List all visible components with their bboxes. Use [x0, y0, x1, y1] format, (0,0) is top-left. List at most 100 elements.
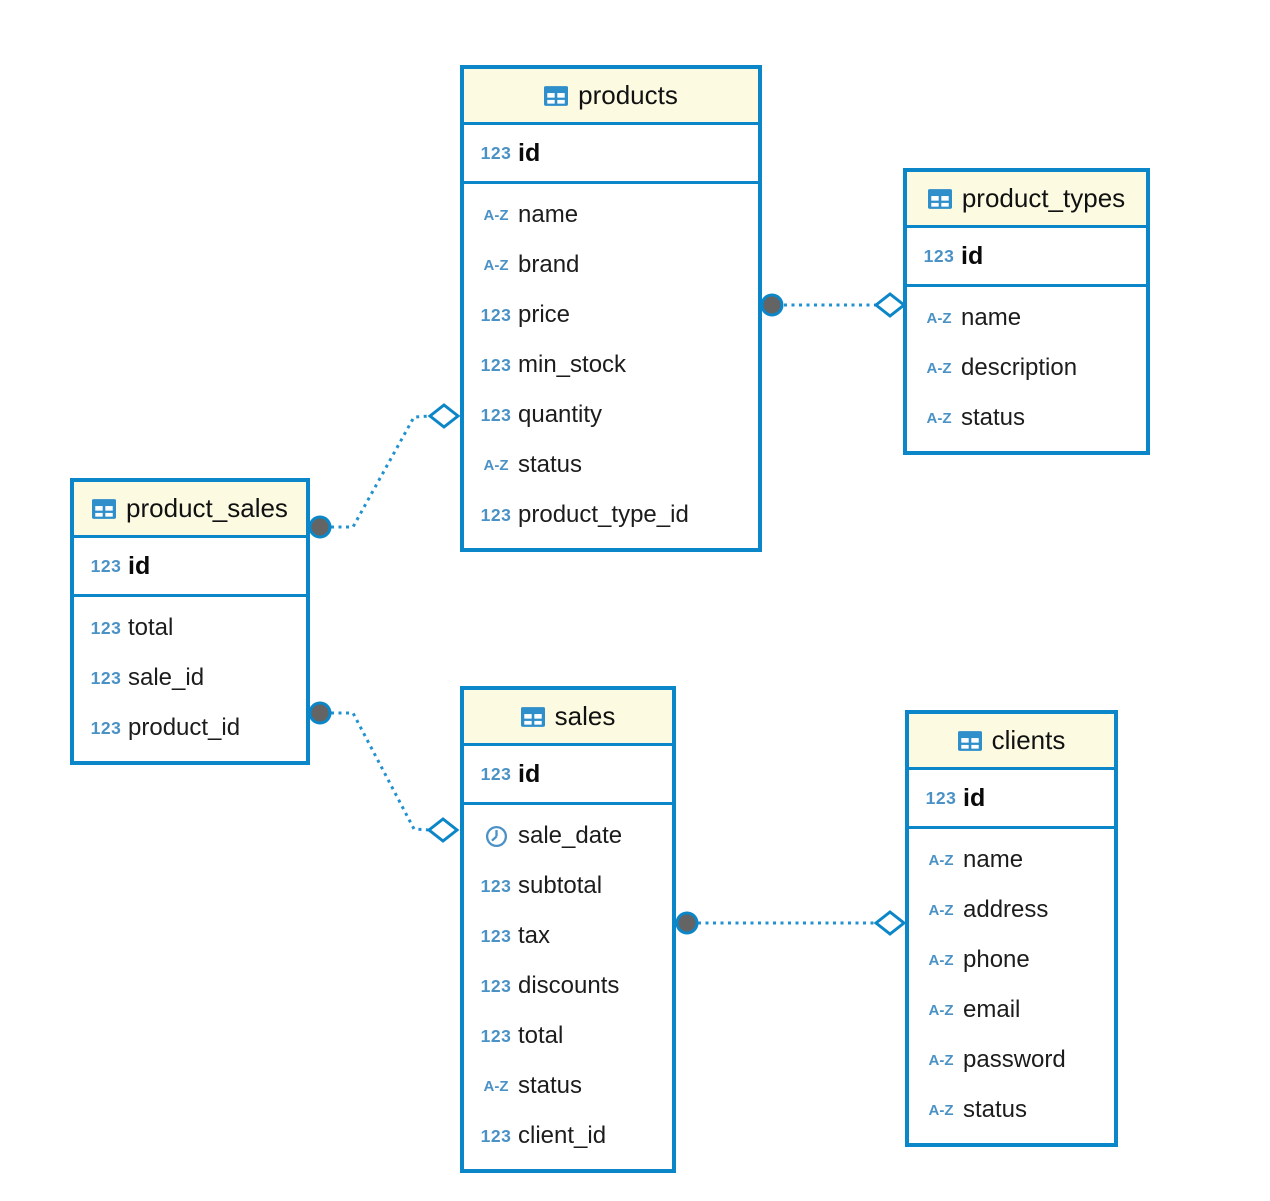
field-row[interactable]: 123 client_id	[464, 1111, 672, 1161]
field-name: total	[518, 1022, 564, 1049]
field-name: id	[963, 783, 986, 812]
text-type-icon: A-Z	[483, 1077, 509, 1095]
field-row[interactable]: 123 sale_id	[74, 653, 306, 703]
relation-target-diamond	[873, 292, 907, 318]
datetime-type-icon	[474, 824, 518, 849]
text-type-icon: A-Z	[926, 309, 952, 327]
field-name: discounts	[518, 972, 620, 999]
text-type-icon: A-Z	[928, 1001, 954, 1019]
field-name: total	[128, 614, 174, 641]
table-header[interactable]: sales	[464, 690, 672, 746]
numeric-type-icon: 123	[480, 1025, 512, 1046]
field-name: product_id	[128, 714, 241, 741]
numeric-type-icon: 123	[925, 787, 957, 808]
numeric-type-icon: 123	[480, 142, 512, 163]
table-icon	[92, 498, 117, 519]
field-name: min_stock	[518, 351, 627, 378]
table-header[interactable]: products	[464, 69, 758, 125]
field-row[interactable]: A-Z description	[907, 343, 1146, 393]
numeric-type-icon: 123	[480, 1125, 512, 1146]
field-name: quantity	[518, 401, 603, 428]
table-icon	[957, 730, 982, 751]
numeric-type-icon: 123	[480, 875, 512, 896]
numeric-type-icon: 123	[480, 304, 512, 325]
numeric-type-icon: 123	[480, 404, 512, 425]
relation-source-dot	[308, 701, 332, 725]
field-row[interactable]: 123 quantity	[464, 390, 758, 440]
table-header[interactable]: product_sales	[74, 482, 306, 538]
numeric-type-icon: 123	[480, 504, 512, 525]
field-name: name	[961, 304, 1022, 331]
table-title: product_types	[961, 183, 1126, 213]
field-name: status	[518, 1072, 583, 1099]
field-name: sale_date	[518, 822, 623, 849]
field-name: id	[518, 138, 541, 167]
relation-source-dot	[308, 515, 332, 539]
relation-product_sales-products[interactable]	[308, 403, 461, 539]
field-row[interactable]: A-Z name	[907, 293, 1146, 343]
table-header[interactable]: product_types	[907, 172, 1146, 228]
relation-target-diamond	[426, 817, 460, 843]
relation-sales-clients[interactable]	[675, 910, 907, 936]
field-name: name	[963, 846, 1024, 873]
field-name: id	[961, 241, 984, 270]
field-name: client_id	[518, 1122, 607, 1149]
field-row[interactable]: A-Z status	[464, 1061, 672, 1111]
field-row[interactable]: 123 discounts	[464, 961, 672, 1011]
text-type-icon: A-Z	[928, 851, 954, 869]
primary-key-row[interactable]: 123 id	[909, 770, 1114, 829]
numeric-type-icon: 123	[480, 925, 512, 946]
table-icon	[520, 706, 545, 727]
primary-key-row[interactable]: 123 id	[464, 125, 758, 184]
field-name: description	[961, 354, 1078, 381]
text-type-icon: A-Z	[928, 1101, 954, 1119]
field-name: name	[518, 201, 579, 228]
field-row[interactable]: sale_date	[464, 811, 672, 861]
field-name: password	[963, 1046, 1066, 1073]
field-row[interactable]: 123 total	[464, 1011, 672, 1061]
table-icon	[927, 188, 952, 209]
table-header[interactable]: clients	[909, 714, 1114, 770]
field-row[interactable]: A-Z name	[909, 835, 1114, 885]
relation-target-diamond	[427, 403, 461, 429]
field-name: id	[518, 759, 541, 788]
numeric-type-icon: 123	[480, 975, 512, 996]
text-type-icon: A-Z	[926, 409, 952, 427]
text-type-icon: A-Z	[926, 359, 952, 377]
table-title: sales	[554, 701, 616, 731]
relation-products-product_types[interactable]	[760, 292, 907, 318]
field-name: sale_id	[128, 664, 205, 691]
relation-product_sales-sales[interactable]	[308, 701, 460, 843]
table-icon	[544, 85, 569, 106]
numeric-type-icon: 123	[90, 667, 122, 688]
